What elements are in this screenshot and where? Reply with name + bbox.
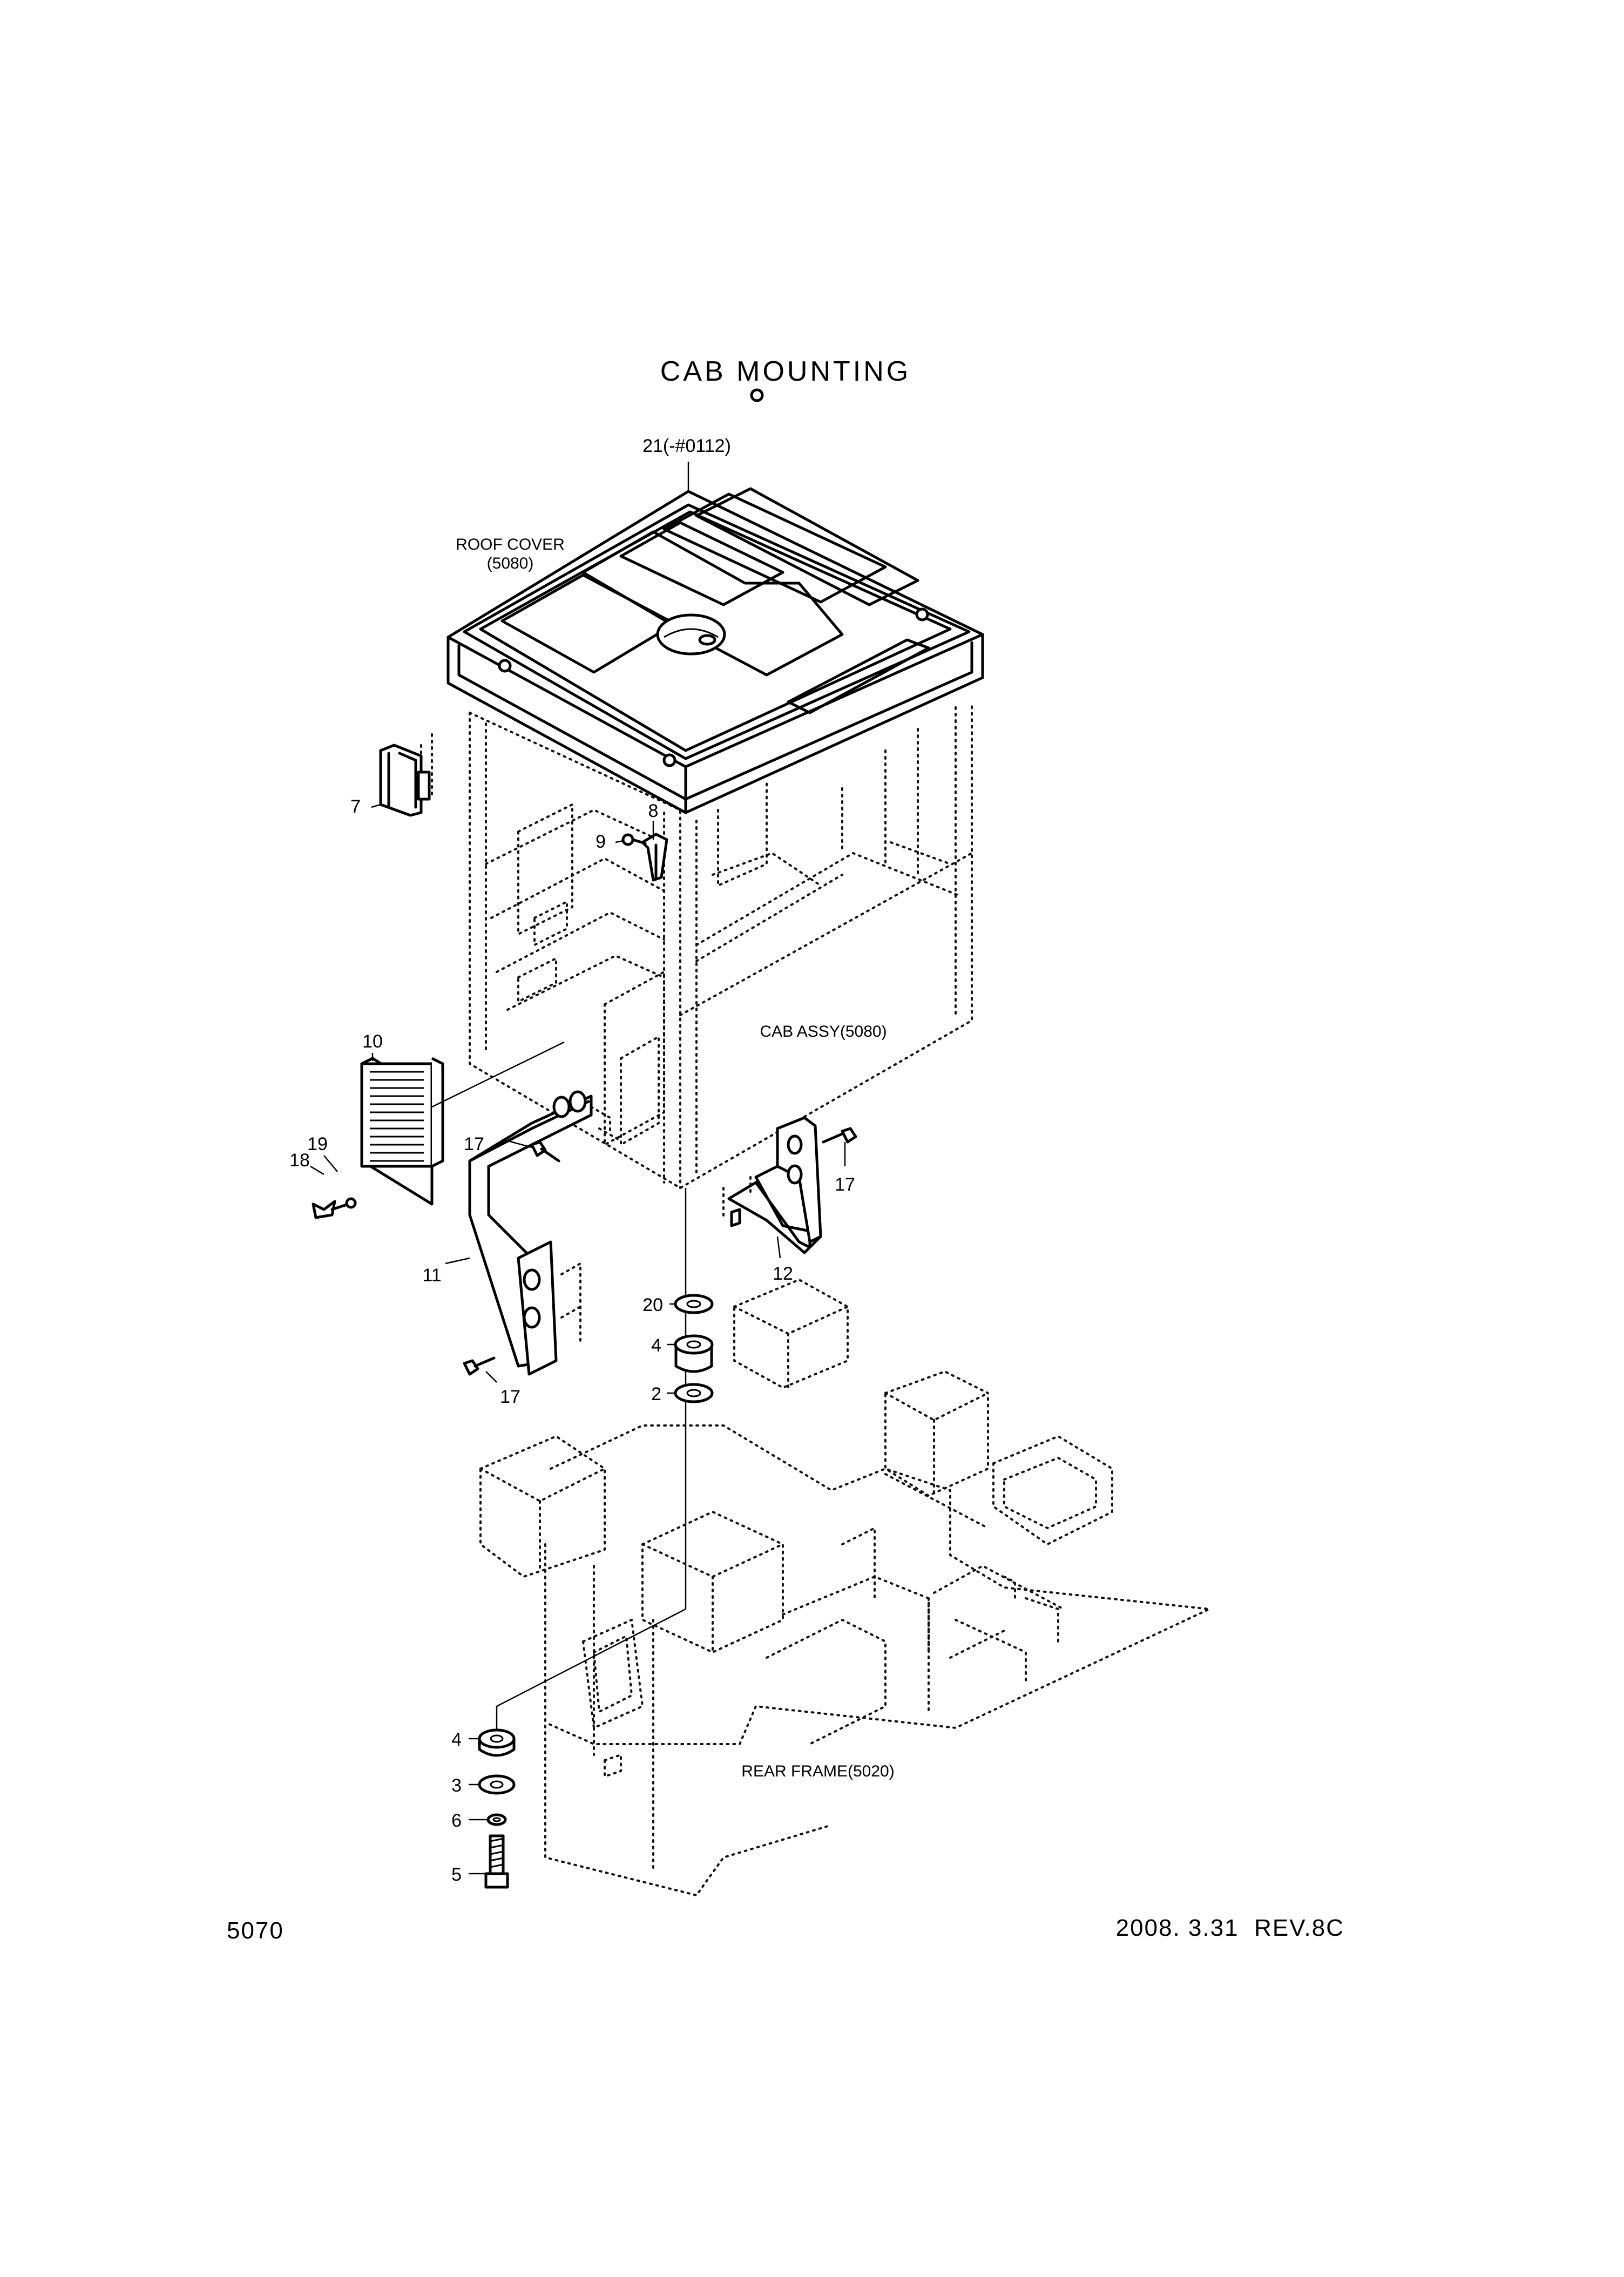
label-cab-assy: CAB ASSY(5080) [760, 1023, 887, 1040]
rear-frame [479, 1279, 1210, 1896]
part-7-bracket [379, 733, 433, 817]
part-18-19-wing-bolt [312, 1197, 357, 1219]
label-roof-cover: ROOF COVER [456, 536, 565, 553]
page-number: 5070 [227, 1917, 284, 1944]
revision-date: 2008. 3.31 REV.8C [1116, 1915, 1344, 1941]
callout-17-right: 17 [835, 1174, 855, 1195]
label-roof-cover-ref: (5080) [487, 555, 534, 572]
callout-5: 5 [451, 1864, 462, 1885]
callout-2: 2 [651, 1384, 661, 1404]
part-17-bolt-lower [463, 1356, 496, 1376]
callout-8: 8 [648, 801, 659, 821]
callout-20: 20 [642, 1295, 663, 1315]
callout-6: 6 [451, 1810, 462, 1831]
callout-11: 11 [422, 1265, 441, 1286]
part-10-filter [360, 1057, 444, 1206]
lower-mount-stack [478, 1608, 686, 1889]
callout-18: 18 [289, 1150, 310, 1171]
part-8-9-fasteners [621, 833, 668, 882]
callout-9: 9 [596, 832, 606, 852]
callout-4-upper: 4 [651, 1335, 661, 1356]
callout-10: 10 [362, 1031, 383, 1052]
callout-12: 12 [773, 1264, 793, 1284]
leader-lines [310, 462, 846, 1875]
callout-3: 3 [451, 1775, 462, 1796]
part-11-bracket [468, 1090, 619, 1376]
label-rear-frame: REAR FRAME(5020) [741, 1762, 894, 1780]
diagram-title: CAB MOUNTING [660, 356, 911, 387]
cab-frame [469, 701, 973, 1189]
roof-cover [446, 388, 984, 814]
center-mount-stack [674, 1188, 714, 1609]
callout-7: 7 [350, 796, 361, 817]
callout-21: 21(-#0112) [642, 436, 731, 456]
callout-19: 19 [307, 1134, 328, 1154]
part-12-bracket [722, 1116, 857, 1254]
callout-17-lower: 17 [500, 1387, 520, 1407]
callout-4-lower: 4 [451, 1729, 462, 1750]
callout-17-left: 17 [464, 1134, 484, 1154]
